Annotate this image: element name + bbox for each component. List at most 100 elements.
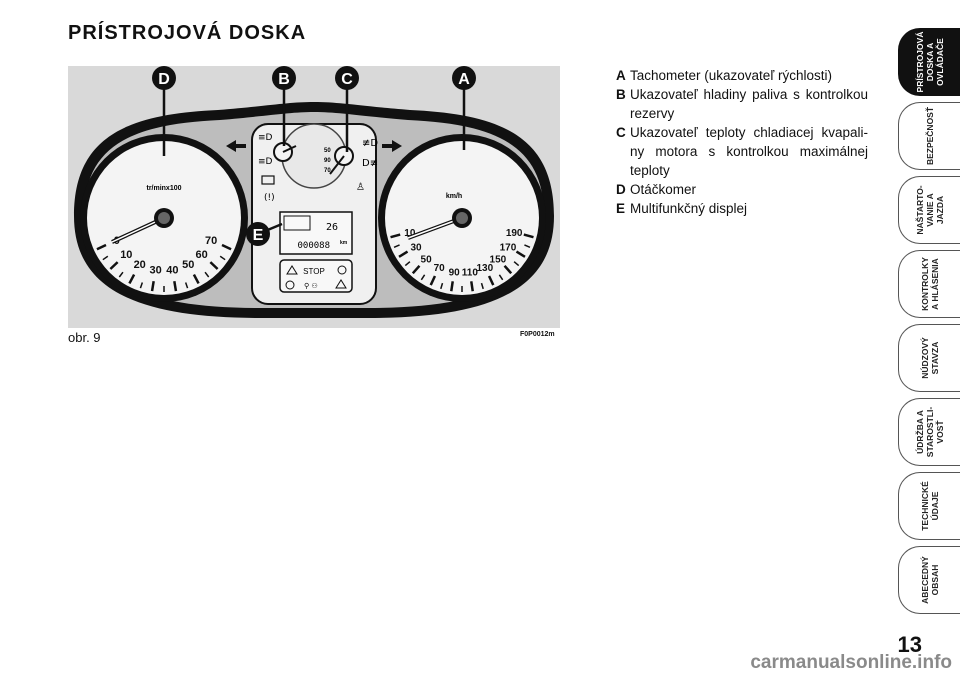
tab-label: NÚDZOVÝ STAVZA	[919, 337, 940, 379]
speed-tick	[393, 244, 400, 248]
legend-item-b: B Ukazovateľ hladiny paliva s kontrolkou…	[616, 85, 868, 123]
legend-text: Multifunkčný displej	[630, 201, 748, 216]
speed-tick	[420, 274, 426, 281]
tach-tick	[192, 273, 200, 285]
temp-tick-1: 50	[324, 148, 331, 154]
speed-tick	[404, 261, 411, 267]
speed-tick	[498, 274, 504, 281]
legend-item-d: D Otáčkomer	[616, 180, 868, 199]
tab-abecedny-obsah[interactable]: ABECEDNÝ OBSAH	[898, 546, 960, 614]
tach-tick-label: 20	[134, 259, 146, 271]
svg-text:≡D: ≡D	[258, 133, 273, 143]
legend-list: A Tachometer (ukazovateľ rýchlosti) B Uk…	[616, 66, 868, 218]
legend-letter: B	[616, 87, 626, 102]
speed-tick	[480, 282, 484, 290]
chapter-tabs: PRÍSTROJOVÁ DOSKA A OVLÁDAČE BEZPEČNOSŤ …	[898, 28, 960, 620]
tach-tick	[118, 271, 124, 278]
tab-kontrolky[interactable]: KONTROLKY A HLÁSENIA	[898, 250, 960, 318]
tab-label: KONTROLKY A HLÁSENIA	[919, 257, 940, 311]
instrument-cluster-illustration: 010203040506070 tr/minx100 1030507090110…	[74, 66, 554, 318]
legend-letter: D	[616, 182, 626, 197]
svg-text:≡D: ≡D	[258, 157, 273, 167]
speed-tick	[513, 261, 520, 267]
speed-tick	[524, 244, 531, 248]
speed-tick	[440, 282, 444, 290]
tach-tick-label: 30	[149, 264, 161, 276]
left-turn-icon	[226, 140, 246, 152]
tab-label: TECHNICKÉ ÚDAJE	[919, 481, 940, 531]
tab-nastartovanie[interactable]: NAŠTARTO- VANIE A JAZDA	[898, 176, 960, 244]
watermark: carmanualsonline.info	[750, 652, 952, 673]
speed-tick	[450, 281, 454, 292]
speed-tick	[487, 275, 495, 286]
tach-tick-label: 60	[196, 249, 208, 261]
display-unit: km	[340, 240, 348, 246]
battery-icon	[261, 175, 275, 185]
page-title: PRÍSTROJOVÁ DOSKA	[68, 22, 307, 44]
callout-a: A	[458, 71, 470, 88]
figure-code: F0P0012m	[520, 331, 555, 338]
tach-tick	[139, 282, 144, 289]
speed-tick	[523, 233, 534, 239]
tab-label: BEZPEČNOSŤ	[924, 106, 935, 166]
tach-tick	[102, 255, 109, 261]
tach-tick-label: 10	[120, 249, 132, 261]
legend-letter: C	[616, 125, 626, 140]
speed-tick-label: 90	[449, 267, 461, 278]
tach-tick	[184, 282, 189, 289]
tach-unit-label: tr/minx100	[146, 185, 181, 192]
speed-tick-label: 170	[500, 242, 517, 253]
tach-tick	[128, 273, 136, 285]
speed-tick	[515, 250, 526, 258]
speed-tick-label: 50	[421, 254, 433, 265]
multifunction-display	[279, 211, 353, 255]
legend-text: Ukazovateľ hladiny paliva s kontrolkou r…	[630, 87, 868, 121]
tach-tick	[96, 243, 107, 251]
tach-tick	[150, 280, 155, 292]
speed-tick-label: 130	[476, 263, 493, 274]
svg-text:⚲ ⚇: ⚲ ⚇	[304, 282, 318, 290]
temp-tick-3: 70	[324, 168, 331, 174]
legend-item-a: A Tachometer (ukazovateľ rýchlosti)	[616, 66, 868, 85]
tach-tick	[173, 280, 178, 292]
legend-item-c: C Ukazovateľ teploty chladiacej kvapali-…	[616, 123, 868, 180]
legend-text: Otáčkomer	[630, 182, 697, 197]
stop-label: STOP	[303, 267, 325, 276]
callout-b: B	[278, 71, 290, 88]
tab-label: ÚDRŽBA A STAROSTLI- VOSŤ	[914, 406, 945, 458]
svg-text:D≢: D≢	[362, 158, 378, 169]
speed-tick-label: 190	[506, 228, 523, 239]
tach-tick	[209, 261, 219, 270]
speed-tick	[411, 264, 421, 275]
speed-unit-label: km/h	[446, 193, 462, 200]
tab-label: PRÍSTROJOVÁ DOSKA A OVLÁDAČE	[914, 31, 945, 93]
temp-tick-2: 90	[324, 158, 331, 164]
tab-pristrojova-doska[interactable]: PRÍSTROJOVÁ DOSKA A OVLÁDAČE	[898, 28, 960, 96]
tach-tick-label: 70	[205, 235, 217, 247]
callout-d: D	[158, 71, 170, 88]
tach-tick	[109, 261, 119, 270]
legend-text: Ukazovateľ teploty chladiacej kvapali-ny…	[630, 125, 868, 178]
tab-bezpecnost[interactable]: BEZPEČNOSŤ	[898, 102, 960, 170]
tab-udrzba[interactable]: ÚDRŽBA A STAROSTLI- VOSŤ	[898, 398, 960, 466]
tab-label: ABECEDNÝ OBSAH	[919, 556, 940, 604]
legend-item-e: E Multifunkčný displej	[616, 199, 868, 218]
speed-tick	[503, 264, 513, 275]
speed-tick-label: 70	[434, 263, 446, 274]
tab-technicke-udaje[interactable]: TECHNICKÉ ÚDAJE	[898, 472, 960, 540]
tach-tick-label: 40	[166, 264, 178, 276]
tach-tick	[221, 243, 232, 251]
right-turn-icon	[382, 140, 402, 152]
tab-nudzovy-stav[interactable]: NÚDZOVÝ STAVZA	[898, 324, 960, 392]
speed-tick	[398, 250, 409, 258]
callout-e: E	[253, 227, 264, 244]
legend-letter: E	[616, 201, 626, 216]
speed-tick-label: 10	[404, 228, 416, 239]
tach-tick	[204, 271, 210, 278]
speed-tick-label: 150	[490, 254, 507, 265]
tab-label: NAŠTARTO- VANIE A JAZDA	[914, 185, 945, 235]
tach-tick	[219, 255, 226, 261]
display-top-value: 26	[326, 222, 338, 233]
callout-c: C	[341, 71, 353, 88]
speed-tick-label: 30	[410, 242, 422, 253]
